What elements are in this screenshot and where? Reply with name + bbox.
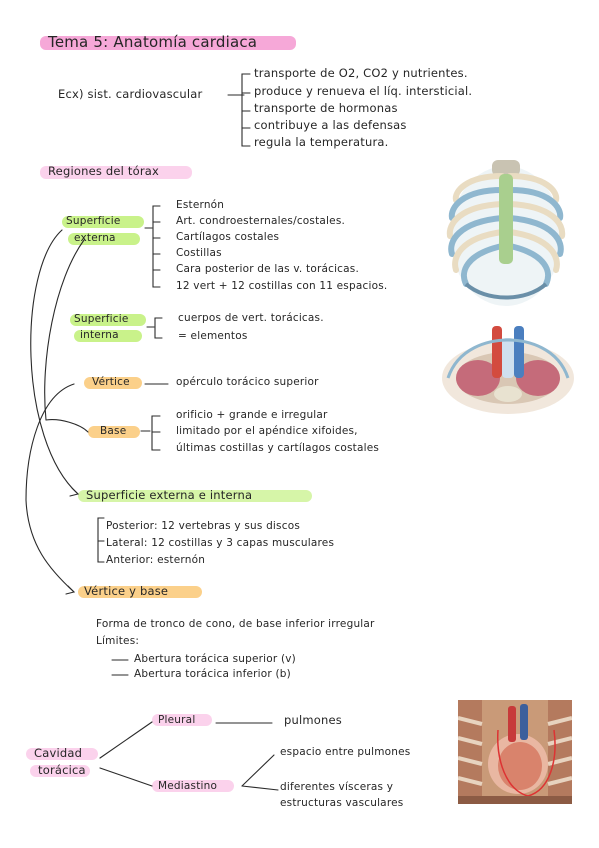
sup-externa-item: Esternón	[176, 199, 225, 211]
sup-interna-item: cuerpos de vert. torácicas.	[178, 312, 324, 324]
mediastino-label: Mediastino	[158, 780, 218, 792]
sup-externa-item: Cartílagos costales	[176, 231, 280, 243]
vertice-base-line: Límites:	[96, 635, 140, 647]
sup-ext-int-item: Anterior: esternón	[106, 554, 206, 566]
mediastinum-dissection-photo	[458, 700, 572, 804]
mediastino-highlight	[152, 780, 234, 792]
sup-externa-label: externa	[74, 232, 116, 244]
pleural-item: pulmones	[284, 713, 342, 727]
cavidad-label: Cavidad	[34, 746, 83, 760]
base-label: Base	[100, 425, 127, 437]
sup-ext-int-item: Posterior: 12 vertebras y sus discos	[106, 520, 300, 532]
sup-externa-item: 12 vert + 12 costillas con 11 espacios.	[176, 280, 388, 292]
base-item: orificio + grande e irregular	[176, 409, 328, 421]
vertice-label: Vértice	[92, 376, 130, 388]
vertice-highlight	[84, 377, 142, 389]
base-item: limitado por el apéndice xifoides,	[176, 425, 358, 437]
sup-interna-label: interna	[80, 329, 119, 341]
sup-externa-item: Art. condroesternales/costales.	[176, 215, 346, 227]
sup-externa-item: Cara posterior de las v. torácicas.	[176, 263, 359, 275]
mediastino-item: espacio entre pulmones	[280, 746, 411, 758]
regiones-highlight	[40, 166, 192, 179]
cavidad-label: torácica	[38, 763, 86, 777]
mediastino-item: diferentes vísceras y	[280, 781, 394, 793]
sup-ext-int-highlight	[78, 490, 312, 502]
limite-item: Abertura torácica inferior (b)	[134, 668, 291, 680]
sup-externa-label: Superficie	[66, 215, 121, 227]
sup-interna-label: Superficie	[74, 313, 129, 325]
sup-ext-int-heading: Superficie externa e interna	[86, 488, 253, 502]
title-highlight	[40, 36, 296, 50]
mediastino-item: estructuras vasculares	[280, 797, 404, 809]
page-title: Tema 5: Anatomía cardiaca	[48, 33, 258, 51]
sup-ext-int-item: Lateral: 12 costillas y 3 capas muscular…	[106, 537, 335, 549]
base-highlight	[88, 426, 140, 438]
sup-interna-highlight-2	[74, 330, 142, 342]
intro-item: contribuye a las defensas	[254, 118, 407, 132]
intro-item: transporte de hormonas	[254, 101, 398, 115]
sup-interna-highlight-1	[70, 314, 146, 326]
sup-interna-item: = elementos	[178, 330, 248, 342]
sup-externa-item: Costillas	[176, 247, 222, 259]
intro-item: regula la temperatura.	[254, 135, 389, 149]
cavidad-highlight-1	[26, 748, 98, 760]
intro-label: Ecx) sist. cardiovascular	[58, 87, 203, 101]
vertice-base-line: Forma de tronco de cono, de base inferio…	[96, 618, 375, 630]
thoracic-inlet-illustration	[442, 326, 574, 414]
intro-item: transporte de O2, CO2 y nutrientes.	[254, 66, 468, 80]
vertice-base-highlight	[78, 586, 202, 598]
regiones-heading: Regiones del tórax	[48, 164, 160, 178]
pleural-label: Pleural	[158, 714, 196, 726]
base-item: últimas costillas y cartílagos costales	[176, 442, 380, 454]
cavidad-highlight-2	[30, 765, 90, 777]
intro-item: produce y renueva el líq. intersticial.	[254, 84, 473, 98]
vertice-item: opérculo torácico superior	[176, 376, 319, 388]
rib-cage-illustration	[446, 160, 566, 306]
vertice-base-heading: Vértice y base	[84, 584, 169, 598]
pleural-highlight	[152, 714, 212, 726]
sup-externa-highlight-1	[62, 216, 144, 228]
limite-item: Abertura torácica superior (v)	[134, 653, 296, 665]
sup-externa-highlight-2	[68, 233, 140, 245]
